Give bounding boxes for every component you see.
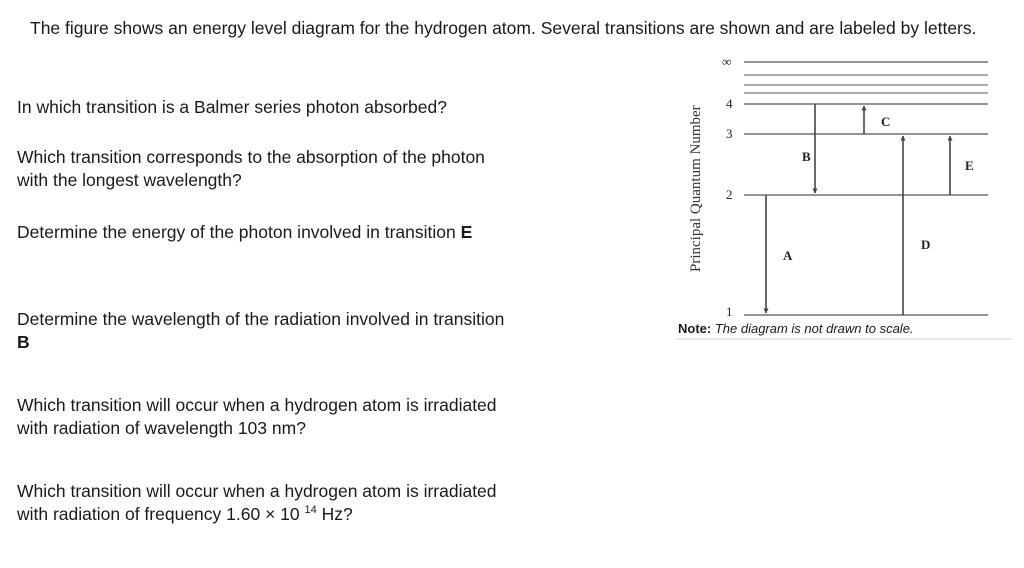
question-balmer: In which transition is a Balmer series p… bbox=[17, 97, 447, 117]
question-energy-e-label: E bbox=[460, 222, 473, 242]
question-energy-e-text: Determine the energy of the photon invol… bbox=[17, 222, 461, 242]
axis-label: Principal Quantum Number bbox=[688, 105, 704, 272]
transition-c-label: C bbox=[881, 114, 890, 129]
question-frequency-unit: Hz? bbox=[316, 504, 353, 524]
level-label-4: 4 bbox=[726, 96, 733, 111]
level-label-3: 3 bbox=[726, 126, 733, 141]
level-label-1: 1 bbox=[726, 304, 733, 319]
level-label-2: 2 bbox=[726, 187, 733, 202]
intro-text: The figure shows an energy level diagram… bbox=[30, 18, 977, 38]
question-longest-wavelength: Which transition corresponds to the abso… bbox=[17, 147, 485, 190]
transition-b-label: B bbox=[802, 149, 811, 164]
question-wavelength-b-text: Determine the wavelength of the radiatio… bbox=[17, 309, 505, 329]
note-text: The diagram is not drawn to scale. bbox=[711, 321, 914, 336]
note-label: Note: bbox=[678, 321, 712, 336]
transition-d-label: D bbox=[921, 237, 930, 252]
transition-a-label: A bbox=[783, 248, 793, 263]
question-frequency-text: Which transition will occur when a hydro… bbox=[17, 481, 497, 524]
level-label-infinity: ∞ bbox=[722, 54, 731, 69]
transition-e-label: E bbox=[965, 158, 974, 173]
question-wavelength-b: Determine the wavelength of the radiatio… bbox=[17, 308, 517, 354]
question-frequency: Which transition will occur when a hydro… bbox=[17, 480, 517, 526]
question-103nm: Which transition will occur when a hydro… bbox=[17, 395, 497, 438]
question-wavelength-b-label: B bbox=[17, 332, 30, 352]
question-frequency-exponent: 14 bbox=[304, 504, 317, 516]
question-energy-e: Determine the energy of the photon invol… bbox=[17, 221, 517, 244]
diagram-note: Note: The diagram is not drawn to scale. bbox=[678, 321, 914, 336]
